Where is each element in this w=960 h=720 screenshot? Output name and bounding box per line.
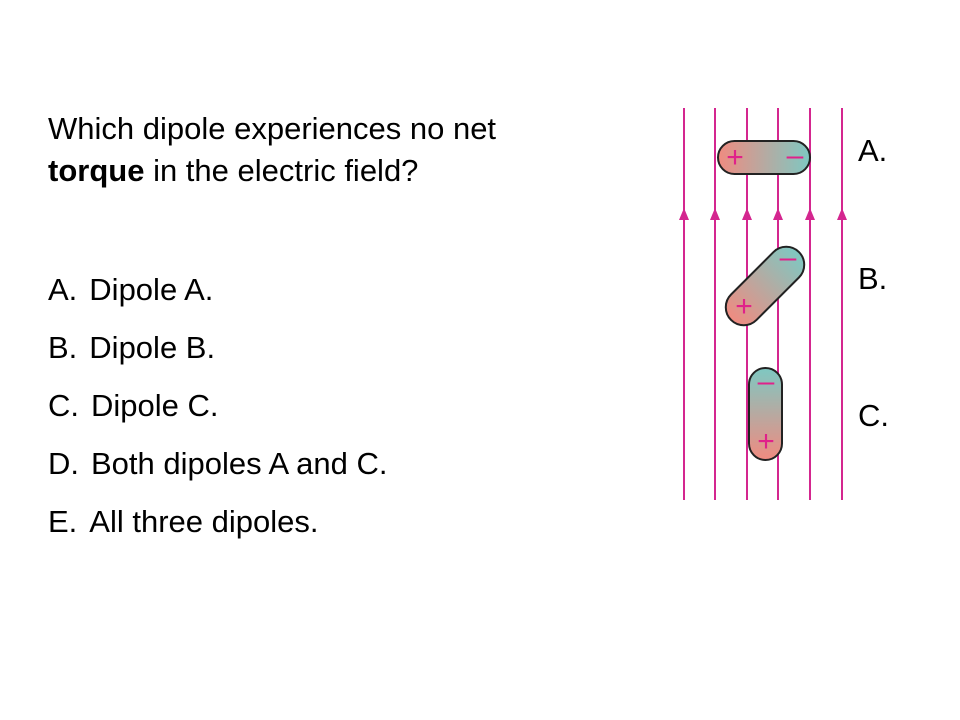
dipole-label-c: C. — [858, 398, 889, 433]
minus-sign: – — [787, 139, 804, 172]
option-letter: C. — [48, 388, 79, 423]
field-arrowhead — [742, 208, 752, 220]
option-text: Dipole B. — [89, 330, 216, 365]
option-e: E. All three dipoles. — [48, 502, 318, 542]
option-letter: E. — [48, 504, 78, 539]
dipole-label-a: A. — [858, 133, 888, 168]
option-letter: B. — [48, 330, 78, 365]
question-part2: in the electric field? — [153, 153, 419, 188]
option-text: Dipole A. — [89, 272, 214, 307]
option-letter: D. — [48, 446, 79, 481]
dipole-c-body — [748, 367, 783, 461]
question-part1: Which dipole experiences no net — [48, 111, 497, 146]
option-c: C. Dipole C. — [48, 386, 219, 426]
option-text: Dipole C. — [91, 388, 219, 423]
plus-sign: + — [757, 425, 775, 458]
dipole-b — [724, 245, 806, 327]
question-bold-term: torque — [48, 153, 145, 188]
dipole-a: + – — [717, 139, 811, 175]
option-a: A. Dipole A. — [48, 270, 213, 310]
dipole-c: – + — [748, 365, 783, 461]
field-arrowhead — [837, 208, 847, 220]
field-arrowhead — [805, 208, 815, 220]
field-arrowhead — [773, 208, 783, 220]
field-arrowhead — [710, 208, 720, 220]
minus-sign: – — [758, 365, 775, 398]
option-text: All three dipoles. — [89, 504, 319, 539]
minus-sign: – — [780, 241, 797, 274]
option-letter: A. — [48, 272, 78, 307]
dipole-label-b: B. — [858, 261, 888, 296]
option-b: B. Dipole B. — [48, 328, 215, 368]
option-text: Both dipoles A and C. — [91, 446, 388, 481]
question-text: Which dipole experiences no net torque i… — [48, 108, 608, 192]
plus-sign: + — [735, 290, 753, 323]
option-d: D. Both dipoles A and C. — [48, 444, 387, 484]
dipole-a-body — [717, 140, 811, 175]
dipole-b-body — [724, 245, 806, 327]
field-arrowhead — [679, 208, 689, 220]
plus-sign: + — [726, 141, 744, 174]
